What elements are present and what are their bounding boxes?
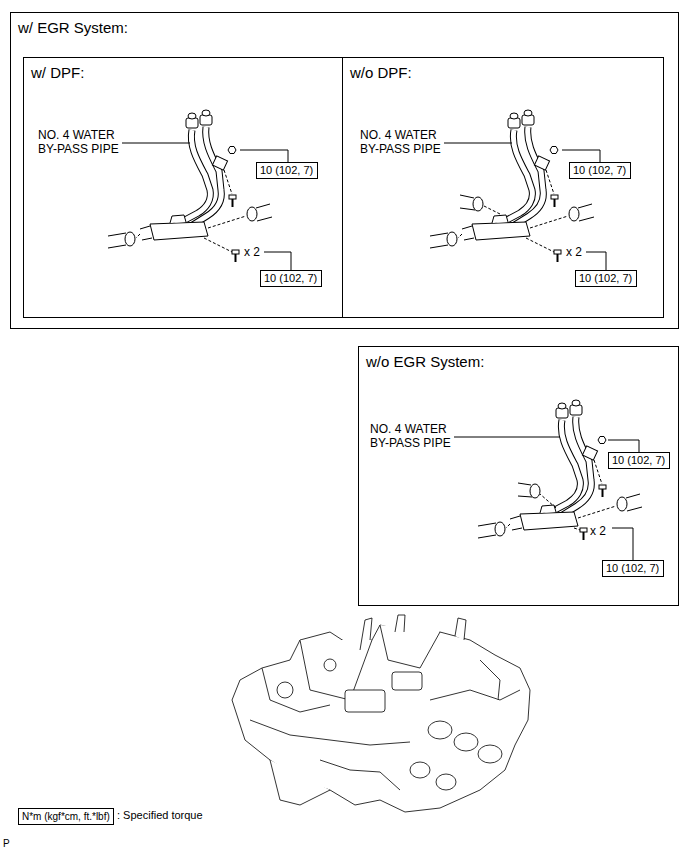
torque-value: 10 (102, 7) bbox=[579, 272, 633, 285]
engine-drawing bbox=[436, 774, 456, 790]
engine-drawing bbox=[360, 618, 372, 650]
torque-value: 10 (102, 7) bbox=[260, 164, 314, 177]
torque-value: 10 (102, 7) bbox=[612, 454, 666, 467]
leader-line bbox=[240, 150, 288, 162]
engine-drawing bbox=[277, 682, 293, 698]
leader-line bbox=[122, 143, 639, 560]
engine-drawing bbox=[410, 762, 430, 778]
leader-line bbox=[612, 528, 633, 560]
leader-line bbox=[586, 252, 606, 270]
torque-box: 10 (102, 7) bbox=[608, 452, 670, 469]
bolt-symbol bbox=[554, 250, 561, 262]
bolt-symbol bbox=[580, 528, 587, 540]
torque-value: 10 (102, 7) bbox=[264, 272, 318, 285]
hose-symbol bbox=[460, 195, 475, 210]
quantity-note: x 2 bbox=[244, 245, 260, 259]
engine-drawing bbox=[380, 625, 440, 668]
engine-drawing bbox=[320, 760, 400, 790]
torque-box: 10 (102, 7) bbox=[569, 162, 631, 179]
pipe-drawing bbox=[478, 400, 642, 538]
variant-panel: 10 (102, 7)10 (102, 7)w/ DPF:10 (102, 7)… bbox=[10, 12, 679, 329]
panel-heading: w/ EGR System: bbox=[18, 19, 678, 37]
part-name: NO. 4 WATER BY-PASS PIPE bbox=[370, 422, 465, 450]
engine-drawing bbox=[455, 618, 466, 640]
engine-drawing bbox=[430, 690, 520, 700]
torque-value: 10 (102, 7) bbox=[606, 562, 660, 575]
torque-box: 10 (102, 7) bbox=[575, 270, 637, 287]
engine-drawing bbox=[232, 625, 530, 812]
hose-symbol bbox=[518, 483, 532, 497]
engine-drawing bbox=[428, 721, 452, 739]
hose-symbol bbox=[460, 195, 556, 508]
hose-symbol bbox=[473, 197, 483, 211]
panel-heading: w/o EGR System: bbox=[366, 353, 678, 371]
unit-legend: N*m (kgf*cm, ft.*lbf) bbox=[22, 810, 110, 823]
engine-drawing bbox=[392, 672, 422, 690]
bolt-symbol bbox=[232, 250, 239, 262]
engine-drawing bbox=[250, 720, 410, 745]
leader-line bbox=[444, 143, 512, 144]
leader-line bbox=[454, 437, 560, 438]
panel-heading: w/ DPF: bbox=[31, 64, 342, 82]
engine-drawing bbox=[395, 615, 405, 632]
legend-text: : Specified torque bbox=[117, 809, 203, 822]
part-name: NO. 4 WATER BY-PASS PIPE bbox=[360, 128, 455, 156]
engine-drawing bbox=[270, 760, 330, 805]
quantity-note: x 2 bbox=[590, 524, 606, 538]
variant-panel: 10 (102, 7) 10 (102, 7) w/ DPF: bbox=[23, 57, 343, 318]
hose-symbol bbox=[540, 494, 556, 508]
hose-symbol bbox=[484, 206, 500, 214]
legend-sample-box: N*m (kgf*cm, ft.*lbf) bbox=[18, 808, 114, 825]
torque-box: 10 (102, 7) bbox=[260, 270, 322, 287]
hose-symbol bbox=[530, 484, 540, 498]
bolt-symbol bbox=[204, 238, 232, 252]
engine-drawing bbox=[480, 660, 500, 700]
pipe-drawing bbox=[430, 110, 594, 248]
torque-box: 10 (102, 7) bbox=[602, 560, 664, 577]
engine-drawing bbox=[324, 659, 336, 671]
panel-heading: w/o DPF: bbox=[350, 64, 663, 82]
pipe-drawing bbox=[108, 110, 272, 248]
leader-line bbox=[122, 143, 190, 144]
engine-drawing bbox=[345, 690, 385, 712]
engine-drawing bbox=[262, 668, 330, 712]
pipe-drawing bbox=[108, 110, 642, 538]
leader-line bbox=[562, 150, 600, 162]
engine-drawing bbox=[232, 615, 530, 812]
variant-panel: 10 (102, 7) 10 (102, 7) w/o DPF: bbox=[342, 57, 664, 318]
page-mark: P bbox=[3, 838, 10, 850]
bolt-symbol bbox=[526, 238, 554, 252]
engine-drawing bbox=[454, 733, 478, 751]
leader-line bbox=[264, 252, 291, 270]
part-name: NO. 4 WATER BY-PASS PIPE bbox=[38, 128, 133, 156]
leader-line bbox=[608, 440, 639, 452]
quantity-note: x 2 bbox=[566, 245, 582, 259]
bolt-symbol bbox=[204, 238, 587, 540]
bolt-symbol bbox=[574, 528, 580, 530]
torque-box: 10 (102, 7) bbox=[256, 162, 318, 179]
engine-drawing bbox=[478, 745, 502, 763]
torque-value: 10 (102, 7) bbox=[573, 164, 627, 177]
variant-panel: 10 (102, 7) 10 (102, 7) w/o EGR System: bbox=[358, 346, 679, 606]
